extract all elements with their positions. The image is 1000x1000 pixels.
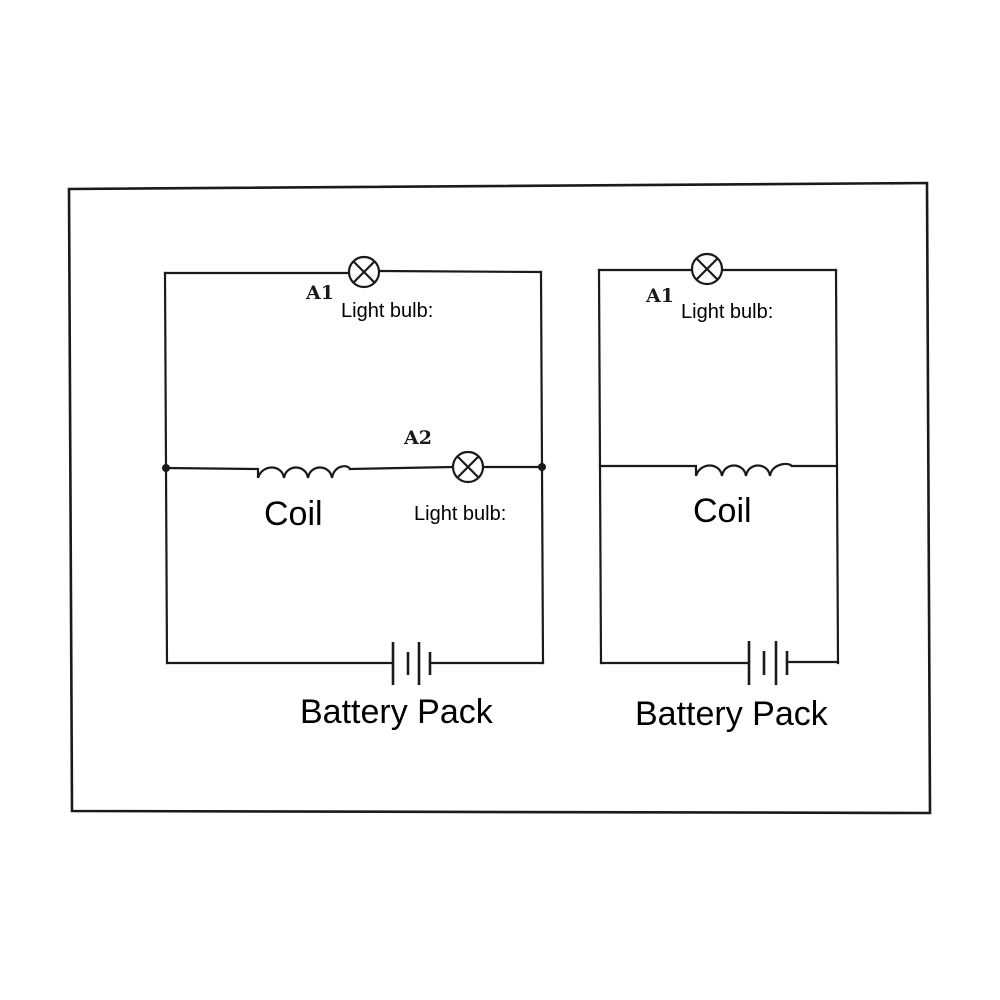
right-coil-label: Coil: [693, 492, 752, 530]
left-lamp-a2-label: Light bulb:: [414, 503, 506, 525]
left-lamp-a1-label: Light bulb:: [341, 300, 433, 322]
left-lamp-a2: [451, 450, 485, 484]
left-top-wire-b: [378, 269, 543, 274]
right-battery-label: Battery Pack: [635, 695, 829, 733]
right-lamp-a1-label: Light bulb:: [681, 301, 773, 323]
right-battery-symbol: [747, 641, 789, 685]
left-battery-symbol: [391, 642, 432, 685]
left-mid-wire-a: [164, 466, 260, 471]
right-lamp-a1-tag: A1: [645, 285, 674, 307]
left-battery-label: Battery Pack: [300, 693, 494, 731]
left-lamp-a1-tag: A1: [305, 282, 334, 304]
left-junction-dot: [162, 464, 170, 472]
left-mid-wire-b: [348, 465, 454, 471]
right-lamp-a1: [690, 252, 724, 286]
right-junction-dot: [538, 463, 546, 471]
left-coil-symbol: [256, 465, 352, 479]
left-coil-label: Coil: [264, 495, 323, 533]
diagram-frame: [67, 181, 932, 815]
left-lamp-a2-tag: A2: [403, 427, 432, 449]
right-circuit: A1 Light bulb: Coil Battery Pack: [597, 252, 840, 733]
left-circuit: A1 Light bulb: A2 Light bulb: Coil Batte…: [162, 255, 546, 731]
right-coil-symbol: [694, 462, 794, 477]
left-lamp-a1: [347, 255, 381, 289]
